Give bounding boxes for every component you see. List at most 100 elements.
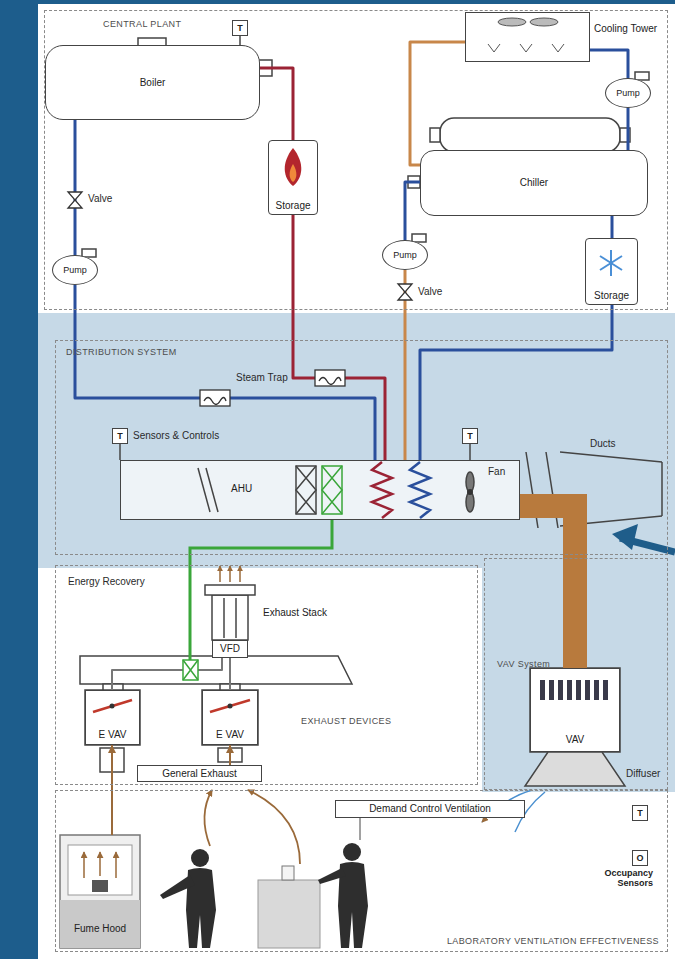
part-label: Diffuser — [626, 768, 660, 780]
part-label: Fan — [488, 466, 505, 478]
vav-grille — [594, 680, 599, 700]
laboratory-scene — [68, 845, 132, 895]
vav-equipment — [525, 752, 625, 786]
ahu-and-ducts — [469, 444, 471, 460]
node-text: Cooling Tower — [594, 23, 657, 35]
exhaust-vav: E VAV — [202, 690, 258, 745]
exhaust-equipment — [235, 598, 237, 638]
chiller: Chiller — [420, 150, 648, 216]
plant-icons — [290, 164, 297, 182]
pipe — [74, 120, 77, 255]
node-text: Pump — [616, 88, 640, 98]
ahu-internals — [322, 466, 342, 514]
air-handling-unit: AHU — [120, 460, 520, 520]
exhaust-internals — [229, 566, 231, 582]
pipe — [627, 108, 630, 150]
laboratory-scene — [99, 852, 101, 876]
plant-equipment — [440, 118, 620, 152]
plant-icons — [530, 18, 558, 26]
node-text: E VAV — [86, 729, 139, 741]
plant-icons — [285, 18, 622, 276]
exhaust-equipment — [80, 520, 352, 772]
node-text: General Exhaust — [162, 768, 237, 780]
steam-trap-symbol — [315, 370, 345, 386]
ahu-and-ducts — [560, 452, 662, 462]
node-text: E VAV — [203, 729, 257, 741]
laboratory-scene — [360, 818, 361, 840]
pipe — [293, 215, 385, 460]
pipe — [420, 305, 612, 460]
ahu-internals — [467, 489, 473, 495]
node-text: VAV — [531, 734, 619, 746]
ahu-internals — [322, 466, 342, 514]
vav-grille — [558, 680, 563, 700]
node-text: T — [467, 431, 473, 441]
part-label: Valve — [418, 286, 442, 298]
part-label: Ducts — [590, 438, 616, 450]
part-label: Energy Recovery — [68, 576, 145, 588]
region: LABORATORY VENTILATION EFFECTIVENESS Fume… — [55, 790, 668, 952]
exhaust-internals — [228, 704, 233, 709]
laboratory-scene — [204, 790, 212, 846]
background — [38, 4, 675, 959]
plant-icons — [498, 18, 526, 26]
vav-grille — [567, 680, 572, 700]
valve-symbol — [68, 192, 82, 208]
fume-hood: Fume Hood — [60, 835, 140, 948]
ahu-internals — [206, 468, 218, 512]
exhaust-stack: Exhaust Stack — [205, 585, 255, 640]
region: DISTRIBUTION SYSTEMTTAHU — [55, 340, 668, 555]
laboratory-scene — [83, 852, 85, 878]
storage-tank: Storage — [268, 140, 318, 215]
region-heading: VAV System — [497, 659, 550, 669]
ahu-internals — [198, 462, 474, 518]
sensor-box: OOccupancy Sensors — [632, 850, 648, 866]
laboratory-scene — [282, 866, 294, 880]
boiler-tank: Boiler — [45, 45, 260, 120]
laboratory-scene — [92, 880, 108, 892]
exhaust-internals — [183, 660, 198, 680]
pipe — [405, 182, 420, 240]
laboratory-scene — [160, 875, 195, 899]
pipe — [590, 50, 628, 78]
plant-equipment — [430, 128, 440, 142]
node-text: Boiler — [140, 77, 166, 89]
vav-equipment — [612, 524, 638, 550]
pipe — [611, 216, 614, 238]
steam-trap-symbol — [200, 390, 230, 406]
pipe — [229, 658, 231, 690]
laboratory-scene — [191, 849, 209, 867]
plant-equipment — [239, 36, 241, 45]
laboratory-scene — [60, 790, 368, 948]
vav-box: VAV — [530, 668, 620, 752]
node-text: Occupancy Sensors — [587, 868, 653, 889]
exhaust-equipment — [190, 520, 332, 660]
exhaust-internals — [219, 566, 221, 582]
ahu-and-ducts — [120, 460, 520, 520]
ahu-internals — [372, 462, 392, 518]
valve-symbol — [398, 284, 412, 300]
storage-tank: Storage — [585, 238, 638, 305]
node-text: Exhaust Stack — [263, 607, 327, 619]
node-text: Pump — [393, 250, 417, 260]
plant-icons — [600, 256, 622, 270]
region: CENTRAL PLANTTBoilerCooling TowerPumpChi… — [44, 10, 668, 310]
sensor-box: T — [462, 428, 478, 444]
plant-icons — [600, 250, 622, 276]
laboratory-scene — [258, 880, 320, 948]
node-text: O — [636, 853, 643, 863]
vav-grille — [549, 680, 554, 700]
vfd-box: VFD — [212, 640, 248, 658]
valve-symbol — [68, 192, 412, 300]
exhaust-box: General Exhaust — [137, 765, 262, 782]
node-text: Demand Control Ventilation — [369, 803, 491, 815]
region-heading: LABORATORY VENTILATION EFFECTIVENESS — [447, 936, 659, 946]
region: EXHAUST DEVICESExhaust StackVFDE VAVE VA… — [55, 565, 478, 785]
ahu-and-ducts — [661, 462, 663, 516]
node-text: AHU — [231, 483, 252, 495]
region: VAV SystemVAV — [484, 558, 668, 790]
plant-equipment — [465, 12, 590, 62]
